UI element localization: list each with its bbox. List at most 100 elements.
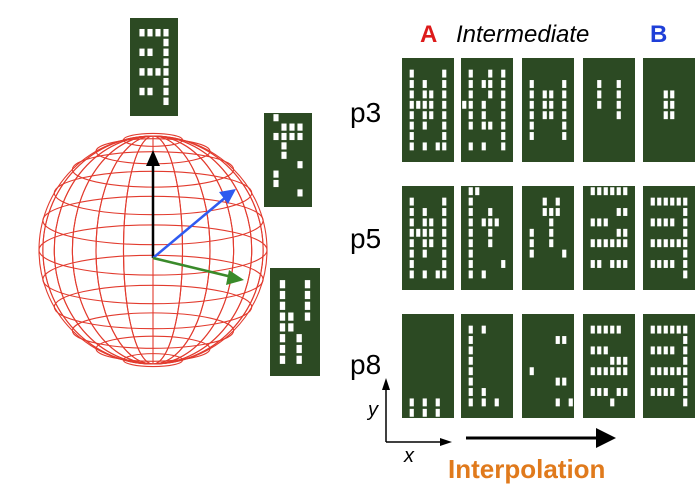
tile-gap-cell [670, 388, 675, 396]
tile-gap-cell [429, 100, 434, 109]
tile-gap-cell [468, 356, 473, 365]
tile-gap-cell [488, 239, 493, 248]
tile-gap-cell [488, 90, 493, 99]
tile-gap-cell [442, 228, 447, 237]
tile-gap-cell [670, 239, 675, 248]
tile-gap-cell [304, 312, 311, 321]
tile-gap-cell [435, 270, 440, 279]
tile-gap-cell [650, 367, 655, 376]
tile-p3-4-background [583, 58, 635, 162]
tile-gap-cell [163, 48, 169, 57]
tile-gap-cell [529, 249, 534, 258]
tile-gap-cell [279, 290, 286, 300]
tile-gap-cell [549, 228, 554, 237]
tile-gap-cell [147, 28, 153, 37]
tile-gap-cell [616, 388, 621, 396]
tile-gap-cell [289, 132, 295, 141]
tile-gap-cell [481, 80, 486, 88]
tile-gap-cell [481, 398, 486, 407]
tile-gap-cell [422, 100, 427, 109]
tile-gap-cell [409, 80, 414, 88]
tile-gap-cell [494, 218, 499, 227]
tile-gap-cell [670, 100, 675, 109]
tile-gap-cell [163, 58, 169, 66]
tile-gap-cell [468, 346, 473, 355]
tile-gap-cell [597, 388, 602, 396]
tile-gap-cell [683, 346, 688, 355]
tile-p8-2 [461, 314, 513, 418]
tile-gap-cell [529, 228, 534, 237]
tile-gap-cell [468, 100, 473, 109]
tile-p8-3 [522, 314, 574, 418]
tile-gap-cell [529, 367, 534, 376]
tile-gap-cell [623, 187, 628, 196]
tile-gap-cell [279, 312, 286, 321]
tile-gap-cell [590, 218, 595, 227]
tile-gap-cell [650, 388, 655, 396]
tile-gap-cell [683, 367, 688, 376]
tile-gap-cell [442, 100, 447, 109]
tile-gap-cell [663, 325, 668, 334]
tile-gap-cell [603, 346, 608, 355]
tile-gap-cell [590, 325, 595, 334]
tile-gap-cell [468, 249, 473, 258]
tile-gap-cell [147, 68, 153, 76]
tile-gap-cell [597, 80, 602, 88]
tile-gap-cell [683, 260, 688, 268]
tile-gap-cell [304, 280, 311, 289]
tile-gap-cell [297, 132, 303, 141]
tile-gap-cell [163, 28, 169, 37]
tile-gap-cell [501, 260, 506, 268]
tile-gap-cell [163, 38, 169, 47]
tile-gap-cell [501, 111, 506, 120]
diagonal-arrow [152, 196, 227, 259]
tile-gap-cell [147, 48, 153, 57]
tile-gap-cell [488, 228, 493, 237]
tile-gap-cell [603, 325, 608, 334]
tile-gap-cell [597, 187, 602, 196]
tile-gap-cell [297, 161, 303, 169]
tile-gap-cell [562, 111, 567, 120]
tile-gap-cell [549, 90, 554, 99]
tile-gap-cell [590, 187, 595, 196]
tile-gap-cell [422, 408, 427, 417]
tile-gap-cell [542, 208, 547, 216]
tile-gap-cell [562, 100, 567, 109]
tile-gap-cell [442, 197, 447, 206]
tile-gap-cell [676, 197, 681, 206]
tile-gap-cell [488, 69, 493, 78]
tile-gap-cell [610, 260, 615, 268]
tile-gap-cell [676, 325, 681, 334]
tile-gap-cell [279, 334, 286, 343]
label-b: B [650, 21, 667, 48]
tile-gap-cell [429, 228, 434, 237]
tile-gap-cell [616, 80, 621, 88]
tile-gap-cell [616, 325, 621, 334]
tile-p5-5 [643, 186, 695, 290]
tile-gap-cell [481, 388, 486, 396]
tile-gap-cell [663, 367, 668, 376]
label-a: A [420, 21, 437, 48]
tile-gap-cell [616, 228, 621, 237]
tile-gap-cell [529, 121, 534, 130]
tile-p3-3-background [522, 58, 574, 162]
tile-gap-cell [542, 111, 547, 120]
tile-gap-cell [663, 346, 668, 355]
tile-gap-cell [562, 377, 567, 386]
tile-gap-cell [468, 197, 473, 206]
tile-gap-cell [562, 80, 567, 88]
tile-gap-cell [139, 28, 145, 37]
tile-gap-cell [488, 121, 493, 130]
tile-gap-cell [422, 228, 427, 237]
tile-p8-5 [643, 314, 695, 418]
tile-gap-cell [676, 239, 681, 248]
tile-gap-cell [590, 388, 595, 396]
tile-p3-3 [522, 58, 574, 162]
tile-gap-cell [273, 179, 279, 188]
tile-gap-cell [670, 218, 675, 227]
interpolation-label: Interpolation [448, 454, 605, 484]
tile-gap-cell [555, 208, 560, 216]
tile-gap-cell [670, 197, 675, 206]
tile-gap-cell [623, 228, 628, 237]
tile-gap-cell [288, 312, 294, 321]
